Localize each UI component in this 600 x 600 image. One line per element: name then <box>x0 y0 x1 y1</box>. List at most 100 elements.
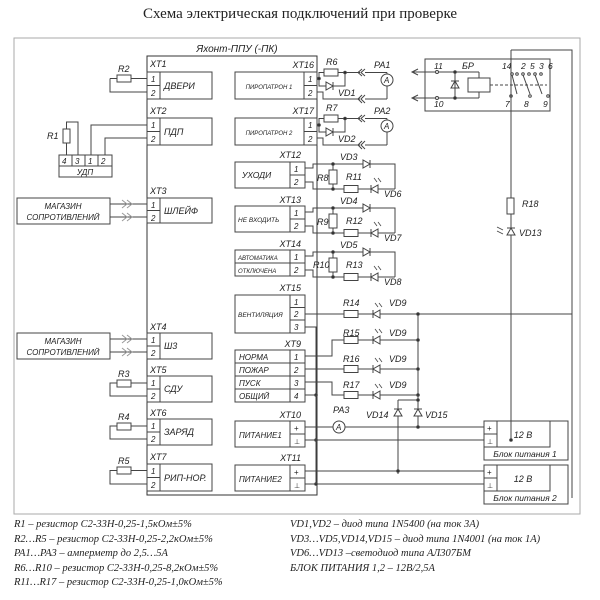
terminal-xt2: XT2 1 2 ПДП <box>146 106 213 146</box>
terminal-xt6: XT6 1 2 ЗАРЯД <box>146 408 213 446</box>
vd9-label: VD9 <box>389 354 407 364</box>
resistor-r6 <box>323 68 339 77</box>
resistance-box-label: МАГАЗИН <box>44 337 81 346</box>
terminal-id: XT3 <box>149 186 167 196</box>
terminal-label: ПИРОПАТРОН 1 <box>246 85 293 91</box>
legend-item: R2…R5 – резистор С2-33Н-0,25-2,2кОм±5% <box>14 533 213 545</box>
pin-label: ⊥ <box>487 439 493 446</box>
relay-pin: 9 <box>543 99 548 109</box>
terminal-id: XT14 <box>278 239 301 249</box>
terminal-xt16: XT16 1 2 ПИРОПАТРОН 1 <box>234 60 318 100</box>
terminal-id: XT9 <box>283 339 301 349</box>
udp-block: 4 3 1 2 УДП R1 <box>47 121 147 178</box>
terminal-xt15: XT15 1 2 3 ВЕНТИЛЯЦИЯ <box>234 283 306 334</box>
power-supply-label: Блок питания 1 <box>493 449 557 459</box>
pin-label: 2 <box>293 178 299 187</box>
resistor-r18 <box>506 197 515 215</box>
pin-label: 4 <box>294 392 299 401</box>
pin-label: 1 <box>308 121 312 130</box>
resistor-r10 <box>328 257 338 273</box>
diode-vd15 <box>413 407 423 417</box>
udp-pin: 2 <box>100 157 106 166</box>
pin-label: + <box>487 424 492 433</box>
resistor-r12 <box>343 229 359 237</box>
vd14-label: VD14 <box>366 410 389 420</box>
row-label-pusk: ПУСК <box>239 379 262 388</box>
relay-coil <box>467 77 491 93</box>
r15-label: R15 <box>343 328 361 338</box>
vd4-label: VD4 <box>340 196 358 206</box>
vd8-label: VD8 <box>384 277 402 287</box>
vd13-label: VD13 <box>519 228 542 238</box>
pyro-circuit-2: R7 VD2 PA2 A <box>317 103 394 150</box>
legend-item: R11…R17 – резистор С2-33Н-0,25-1,0кОм±5% <box>14 577 223 588</box>
legend-item: PA1…PA3 – амперметр до 2,5…5А <box>14 548 168 559</box>
resistor-r17 <box>343 391 359 399</box>
terminal-xt14: XT14 1 2 АВТОМАТИКА ОТКЛЮЧЕНА <box>234 239 306 277</box>
udp-label: УДП <box>76 168 93 177</box>
r2-label: R2 <box>118 64 130 74</box>
legend-item: БЛОК ПИТАНИЯ 1,2 – 12В/2,5А <box>290 562 435 574</box>
legend-item: VD1,VD2 – диод типа 1N5400 (на ток 3А) <box>290 519 480 530</box>
ammeter-symbol: A <box>383 76 389 85</box>
terminal-id: XT7 <box>149 452 168 462</box>
pin-label: 2 <box>150 481 156 490</box>
relay-wire-14 <box>511 49 573 498</box>
power-section: VD14 VD15 PA3 A <box>305 395 513 486</box>
power-supply-label: Блок питания 2 <box>493 493 557 503</box>
vd9-label: VD9 <box>389 380 407 390</box>
relay-pin: 11 <box>434 61 443 71</box>
indicator-loop-xt13: R9 VD4 R12 VD7 <box>305 196 403 243</box>
r13-label: R13 <box>346 260 363 270</box>
relay-pin: 8 <box>524 99 529 109</box>
terminal-id: XT10 <box>278 410 301 420</box>
diode-vd4 <box>362 203 372 213</box>
terminal-label: УХОДИ <box>241 170 272 180</box>
pin-label: 1 <box>151 75 155 84</box>
power-supply-1: + ⊥ 12 В Блок питания 1 <box>483 420 569 461</box>
pin-label: 2 <box>293 266 299 275</box>
led-vd6 <box>369 184 379 194</box>
diode-vd1 <box>325 81 335 91</box>
r9-label: R9 <box>317 217 329 227</box>
pin-label: 1 <box>294 209 298 218</box>
r4-label: R4 <box>118 412 130 422</box>
pin-label: 1 <box>294 353 298 362</box>
relay-pin: 7 <box>505 99 510 109</box>
terminal-xt1: XT1 1 2 ДВЕРИ <box>146 59 213 100</box>
pin-label: 2 <box>150 349 156 358</box>
pin-label: 2 <box>293 310 299 319</box>
terminal-xt3: XT3 1 2 ШЛЕЙФ <box>146 186 213 224</box>
pin-label: 1 <box>294 298 298 307</box>
led-vd8 <box>369 272 379 282</box>
terminal-xt12: XT12 1 2 УХОДИ <box>234 150 306 189</box>
legend-left: R1 – резистор С2-33Н-0,25-1,5кОм±5% R2…R… <box>14 518 223 591</box>
terminal-label: ОТКЛЮЧЕНА <box>238 269 276 275</box>
terminal-xt10: XT10 + ⊥ ПИТАНИЕ1 <box>234 410 306 448</box>
terminal-label: ПИТАНИЕ1 <box>239 431 282 440</box>
terminal-xt5: XT5 1 2 СДУ <box>146 365 213 403</box>
terminal-id: XT15 <box>278 283 302 293</box>
pin-label: ⊥ <box>294 483 300 490</box>
diagram-title: Схема электрическая подключений при пров… <box>142 6 458 22</box>
terminal-id: XT17 <box>291 106 315 116</box>
relay-lead-arrows <box>410 68 435 102</box>
r4-loop: R4 <box>109 412 147 440</box>
pin-label: ⊥ <box>294 439 300 446</box>
resistor-r16 <box>343 365 359 373</box>
terminal-label: РИП-НОР. <box>164 473 207 483</box>
relay-pin: 2 <box>520 61 526 71</box>
outer-frame <box>13 37 581 515</box>
relay-pin: 3 <box>539 61 544 71</box>
pin-label: 1 <box>151 422 155 431</box>
diode-vd3 <box>362 159 372 169</box>
r5-loop: R5 <box>109 456 147 485</box>
pin-label: 1 <box>308 75 312 84</box>
terminal-id: XT5 <box>149 365 168 375</box>
relay-contact <box>522 74 531 95</box>
r3-label: R3 <box>118 369 130 379</box>
terminal-label: НЕ ВХОДИТЬ <box>238 217 279 224</box>
r18-label: R18 <box>522 199 539 209</box>
terminal-label: ПДП <box>164 127 184 137</box>
resistor-r7 <box>323 114 339 123</box>
